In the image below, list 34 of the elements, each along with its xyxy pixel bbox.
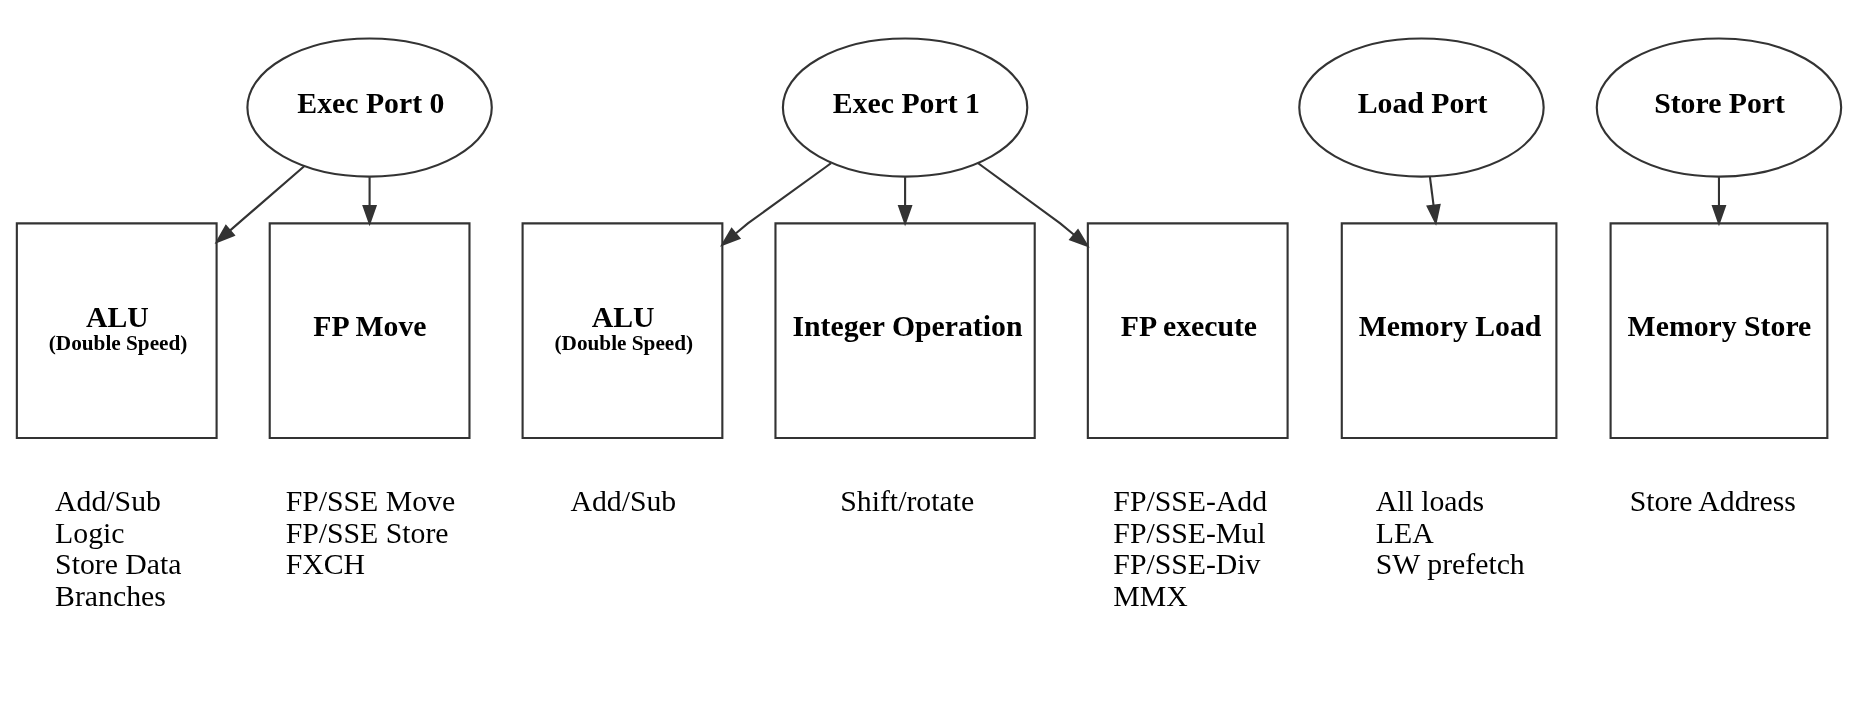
arrow xyxy=(897,176,913,226)
node-ellipse: Exec Port 0 xyxy=(246,36,493,178)
node-label: All loads xyxy=(1375,483,1485,517)
node-label: Add/Sub xyxy=(570,483,677,517)
node-box: ALU (Double Speed) xyxy=(521,221,724,439)
node-label: FXCH xyxy=(285,546,366,580)
arrow xyxy=(977,161,1090,248)
arrow xyxy=(362,176,378,226)
node-box: ALU (Double Speed) xyxy=(15,221,218,439)
node-label: Logic xyxy=(55,515,125,549)
node-box: FP execute xyxy=(1086,221,1289,439)
node-label: SW prefetch xyxy=(1375,546,1525,580)
node-label: Branches xyxy=(55,578,166,612)
node-box: Integer Operation xyxy=(774,221,1036,439)
node-label: Add/Sub xyxy=(55,483,161,517)
arrow xyxy=(214,164,306,244)
node-box: Memory Store xyxy=(1609,221,1829,439)
node-label: Shift/rotate xyxy=(840,483,975,517)
node-label: LEA xyxy=(1375,515,1434,549)
node-ellipse: Load Port xyxy=(1298,36,1545,178)
arrow xyxy=(1426,175,1441,226)
node-label: MMX xyxy=(1113,578,1188,612)
arrow xyxy=(1711,176,1727,226)
node-box: Memory Load xyxy=(1340,221,1558,439)
node-ellipse: Exec Port 1 xyxy=(781,36,1029,178)
node-label: Store Address xyxy=(1629,483,1796,517)
node-label: FP/SSE-Mul xyxy=(1113,515,1266,549)
node-label: FP/SSE-Add xyxy=(1113,483,1268,517)
node-label: FP/SSE-Div xyxy=(1113,546,1261,580)
node-label: FP/SSE Move xyxy=(285,483,456,517)
arrow xyxy=(720,161,832,247)
node-box: FP Move xyxy=(268,221,471,439)
node-label: FP/SSE Store xyxy=(285,515,449,549)
node-ellipse: Store Port xyxy=(1595,36,1843,178)
